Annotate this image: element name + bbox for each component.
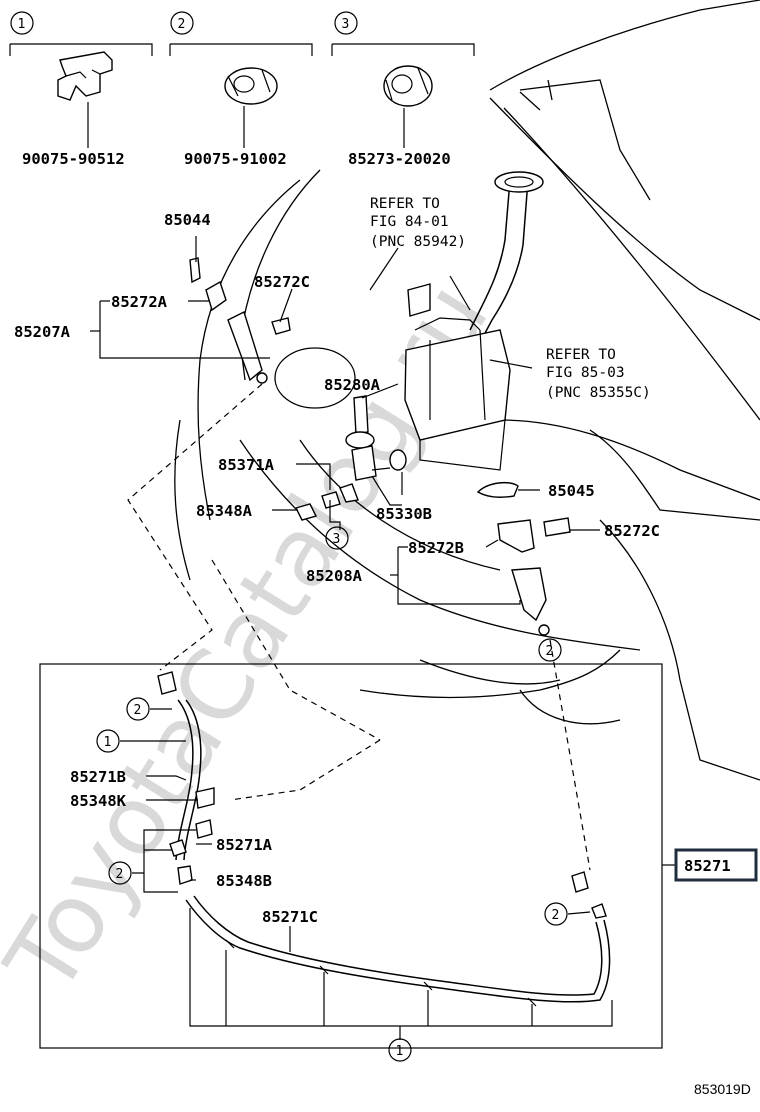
callout-1-bottom: 1 [388,1038,412,1062]
refer-note-2-line3: (PNC 85355C) [546,385,651,401]
label-85272A: 85272A [111,293,168,311]
label-85272C-top: 85272C [254,273,310,291]
clip-part-no-2: 90075-91002 [184,150,287,168]
label-85271C: 85271C [262,908,318,926]
refer-note-85942: REFER TO FIG 84-01 (PNC 85942) [370,196,466,250]
svg-text:1: 1 [396,1044,404,1059]
part-85044 [189,257,201,284]
label-85271A: 85271A [216,836,273,854]
svg-text:2: 2 [546,644,554,659]
clip-3-icon [383,65,433,148]
washer-pump [345,395,407,481]
label-85371A: 85371A [218,456,275,474]
svg-text:2: 2 [552,908,560,923]
label-85045: 85045 [548,482,595,500]
label-85348A: 85348A [196,502,253,520]
clip-part-no-1: 90075-90512 [22,150,125,168]
label-85330B: 85330B [376,505,432,523]
refer-note-1-line3: (PNC 85942) [370,234,466,250]
svg-text:1: 1 [104,735,112,750]
label-85271: 85271 [684,857,731,875]
label-85044: 85044 [164,211,211,229]
clip-index-2: 2 [178,17,186,32]
right-nozzle-assy [497,517,571,636]
svg-text:2: 2 [134,703,142,718]
vehicle-body-outline [174,0,760,781]
clip-part-no-3: 85273-20020 [348,150,451,168]
refer-note-2-line2: FIG 85-03 [546,365,625,381]
label-85348B: 85348B [216,872,272,890]
clip-1-icon [57,51,113,148]
inset-leader-lines [120,708,676,952]
figure-code: 853019D [694,1081,751,1097]
clip-2-icon [224,67,278,148]
label-85207A: 85207A [14,323,71,341]
label-85208A: 85208A [306,567,363,585]
callout-2-top-right: 2 [538,638,562,662]
svg-text:3: 3 [333,532,341,547]
refer-note-1-line2: FIG 84-01 [370,214,449,230]
label-85348K: 85348K [70,792,127,810]
hose-assy-inset-frame [39,663,663,1049]
refer-note-85355C: REFER TO FIG 85-03 (PNC 85355C) [546,347,651,401]
hose-joint [294,483,359,521]
grommet-85045 [476,481,519,498]
label-85272C-right: 85272C [604,522,660,540]
callout-3-mid: 3 [325,526,349,550]
label-85271B: 85271B [70,768,126,786]
clip-index-3: 3 [342,17,350,32]
leader-lines-upper [90,236,600,605]
callout-2-inset-left: 2 [108,861,132,885]
clip-header-2: 2 [169,11,313,56]
left-nozzle-assy [205,280,291,384]
label-85280A: 85280A [324,376,381,394]
dashed-leaders [127,383,591,871]
refer-note-2-line1: REFER TO [546,347,616,363]
callout-2-inset-right: 2 [544,902,568,926]
callout-1-inset: 1 [96,729,120,753]
washer-tank [404,171,544,471]
svg-text:2: 2 [116,867,124,882]
refer-note-1-line1: REFER TO [370,196,440,212]
callout-2-inset-top: 2 [126,697,150,721]
label-85272B: 85272B [408,539,464,557]
clip-header-3: 3 [331,11,475,56]
clip-index-1: 1 [18,17,26,32]
label-85271-box: 85271 [674,848,758,882]
clip-header-1: 1 [9,11,153,56]
